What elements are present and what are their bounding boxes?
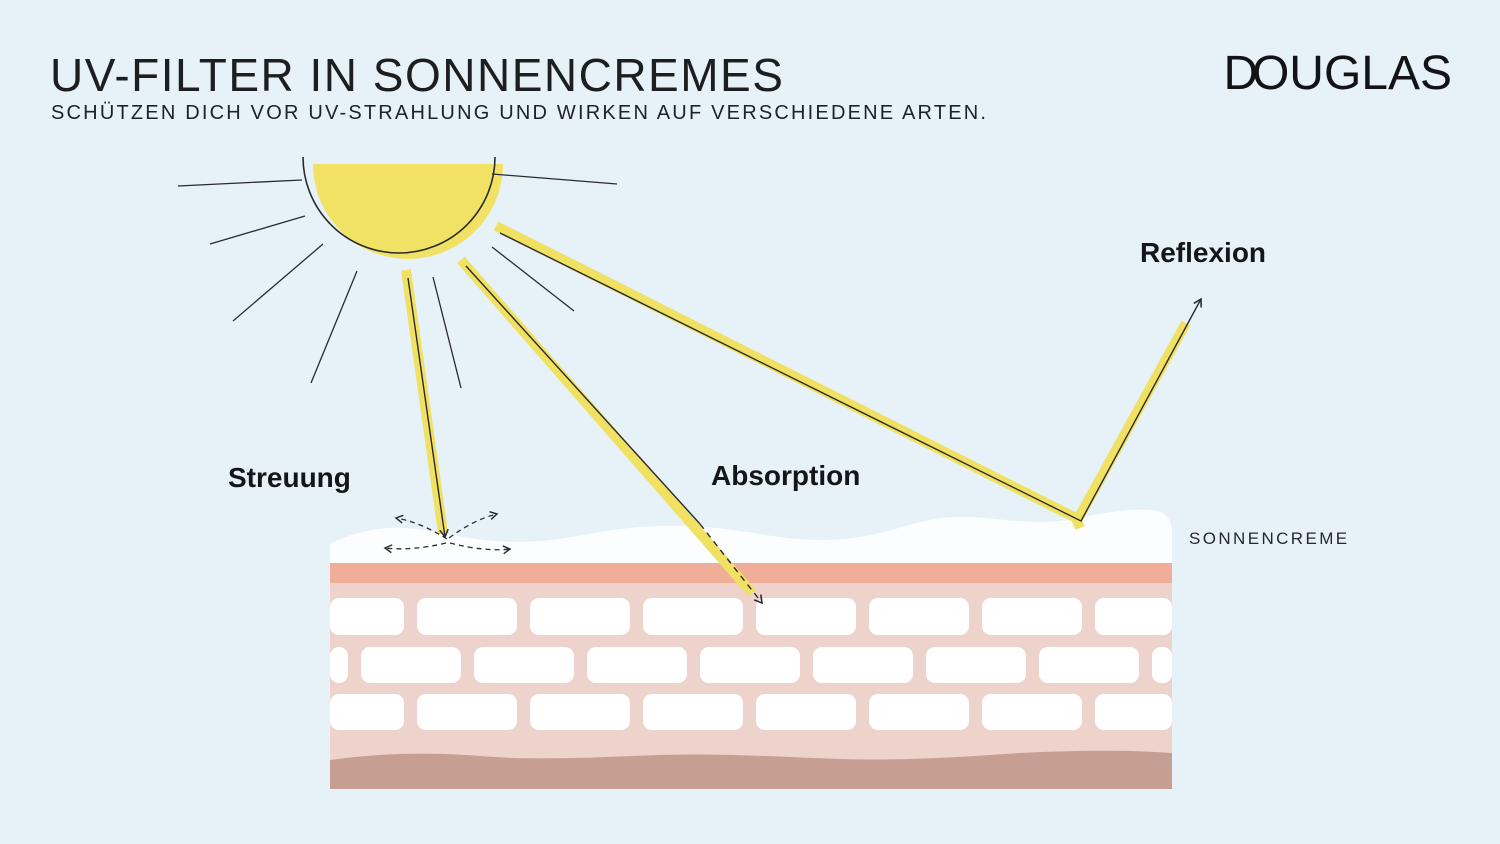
sun-disc (313, 164, 503, 259)
skin-cell (361, 647, 461, 683)
sun-outline-arc (302, 156, 496, 254)
skin-cell (926, 647, 1026, 683)
reflection-ray-line (499, 232, 1202, 522)
douglas-logo: DOUGLAS (1224, 46, 1453, 101)
label-absorption: Absorption (711, 460, 861, 491)
skin-cell (417, 694, 517, 730)
skin-cell (643, 694, 743, 730)
skin-cells (330, 598, 1172, 730)
skin-cell (587, 647, 687, 683)
sun-ray-thin (491, 173, 618, 185)
skin-cell (1095, 694, 1172, 730)
sunscreen-cream-layer (330, 509, 1172, 564)
reflection-bend-nub (1071, 516, 1085, 530)
scatter-arrow-up-right (448, 511, 499, 539)
label-reflexion: Reflexion (1140, 237, 1267, 268)
sun-ray-thin (432, 276, 462, 389)
skin-cell (330, 647, 348, 683)
sun-ray-thin (232, 243, 324, 322)
skin-cell (756, 694, 856, 730)
page-title: UV-FILTER IN SONNENCREMES (50, 49, 785, 101)
uv-ray-scattering (383, 269, 512, 555)
skin-cell (417, 598, 517, 635)
scatter-arrow-left (383, 542, 447, 554)
scatter-arrows (383, 511, 512, 555)
scatter-arrow-up-left (394, 514, 448, 540)
skin-cell (474, 647, 574, 683)
scattering-ray-beam (401, 269, 448, 534)
uv-ray-reflection (493, 221, 1202, 530)
skin-cell (330, 598, 404, 635)
uv-ray-absorption (457, 256, 763, 605)
scattering-ray-line (407, 277, 449, 539)
sun-rays (177, 173, 618, 389)
skin-cell (530, 598, 630, 635)
sun-ray-thin (177, 179, 303, 187)
skin-layer-deep (330, 750, 1172, 789)
label-sonnencreme: SONNENCREME (1189, 529, 1350, 548)
skin-cell (700, 647, 800, 683)
skin-cell (643, 598, 743, 635)
skin-cross-section (330, 509, 1172, 789)
skin-cell (330, 694, 404, 730)
skin-cell (813, 647, 913, 683)
page-subtitle: SCHÜTZEN DICH VOR UV-STRAHLUNG UND WIRKE… (51, 102, 989, 124)
skin-cell (982, 694, 1082, 730)
sun-icon (302, 156, 503, 259)
sun-ray-thin (209, 215, 306, 245)
skin-cell (982, 598, 1082, 635)
logo-letter-d: D (1223, 47, 1259, 100)
sun-ray-thin (491, 246, 575, 312)
skin-cell (1039, 647, 1139, 683)
label-streuung: Streuung (228, 462, 351, 493)
skin-cell (1152, 647, 1172, 683)
skin-cell (869, 598, 969, 635)
skin-cell (756, 598, 856, 635)
skin-cell (530, 694, 630, 730)
absorption-ray-line (465, 265, 701, 525)
logo-letters-rest: OUGLAS (1251, 47, 1452, 100)
skin-cell (869, 694, 969, 730)
absorption-ray-fading-line (699, 523, 763, 605)
skin-cell (1095, 598, 1172, 635)
sun-ray-thin (310, 270, 358, 384)
absorption-ray-beam (457, 256, 756, 597)
skin-layer-epidermis (330, 563, 1172, 583)
scatter-arrow-right (449, 542, 512, 555)
